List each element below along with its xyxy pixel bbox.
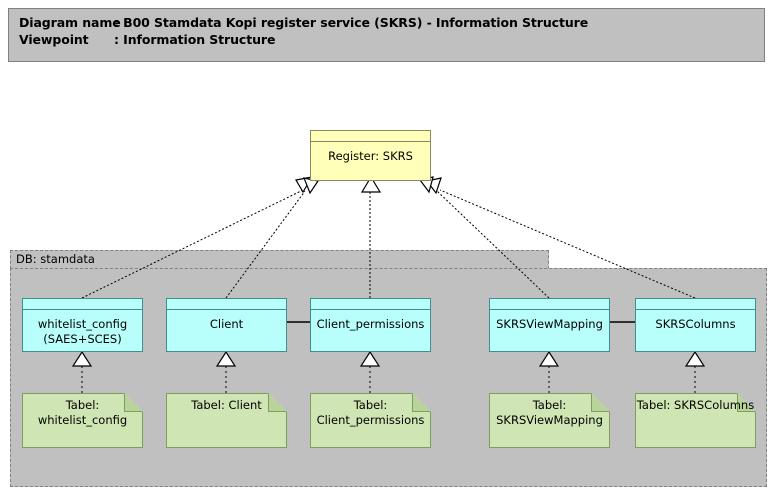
table-skrsviewmapping-note[interactable]: Tabel: SKRSViewMapping [489,393,610,448]
entity-client-permissions-label: Client_permissions [316,317,425,331]
table-client-shape [166,393,287,448]
viewpoint-label: Viewpoint [19,32,89,47]
table-skrscolumns-note[interactable]: Tabel: SKRSColumns [635,393,756,448]
diagram-name-line: Diagram name: B00 Stamdata Kopi register… [19,15,588,30]
entity-client-band [167,299,286,310]
table-whitelist-config-shape [22,393,143,448]
viewpoint-line: Viewpoint : Information Structure [19,32,275,47]
diagram-header: Diagram name: B00 Stamdata Kopi register… [8,8,765,62]
diagram-name-label: Diagram name [19,15,121,30]
table-client-permissions-note[interactable]: Tabel: Client_permissions [310,393,431,448]
table-skrsviewmapping-label: Tabel: SKRSViewMapping [496,398,603,427]
table-client-label: Tabel: Client [191,398,262,412]
entity-skrscolumns-band [636,299,755,310]
table-client-permissions-shape [310,393,431,448]
entity-whitelist-config-band [23,299,142,310]
entity-client-label: Client [209,317,244,331]
entity-skrscolumns-label: SKRSColumns [655,317,736,331]
table-whitelist-config-label: Tabel: whitelist_config [37,398,128,427]
register-skrs-box[interactable]: Register: SKRS [310,130,431,181]
entity-client-box[interactable]: Client [166,298,287,352]
diagram-name-value: : B00 Stamdata Kopi register service (SK… [114,15,589,30]
entity-skrsviewmapping-box[interactable]: SKRSViewMapping [489,298,610,352]
entity-skrsviewmapping-band [490,299,609,310]
viewpoint-value: : Information Structure [114,32,276,47]
db-group-label: DB: stamdata [16,252,95,266]
entity-skrscolumns-box[interactable]: SKRSColumns [635,298,756,352]
table-whitelist-config-note[interactable]: Tabel: whitelist_config [22,393,143,448]
table-skrsviewmapping-shape [489,393,610,448]
table-client-permissions-label: Tabel: Client_permissions [316,398,425,427]
entity-client-permissions-box[interactable]: Client_permissions [310,298,431,352]
register-skrs-label: Register: SKRS [328,149,413,163]
entity-client-permissions-band [311,299,430,310]
entity-skrsviewmapping-label: SKRSViewMapping [496,317,603,331]
entity-whitelist-config-label: whitelist_config (SAES+SCES) [37,317,128,346]
table-skrscolumns-shape [635,393,756,448]
entity-whitelist-config-box[interactable]: whitelist_config (SAES+SCES) [22,298,143,352]
register-skrs-band [311,131,430,142]
table-client-note[interactable]: Tabel: Client [166,393,287,448]
table-skrscolumns-label: Tabel: SKRSColumns [636,398,755,412]
